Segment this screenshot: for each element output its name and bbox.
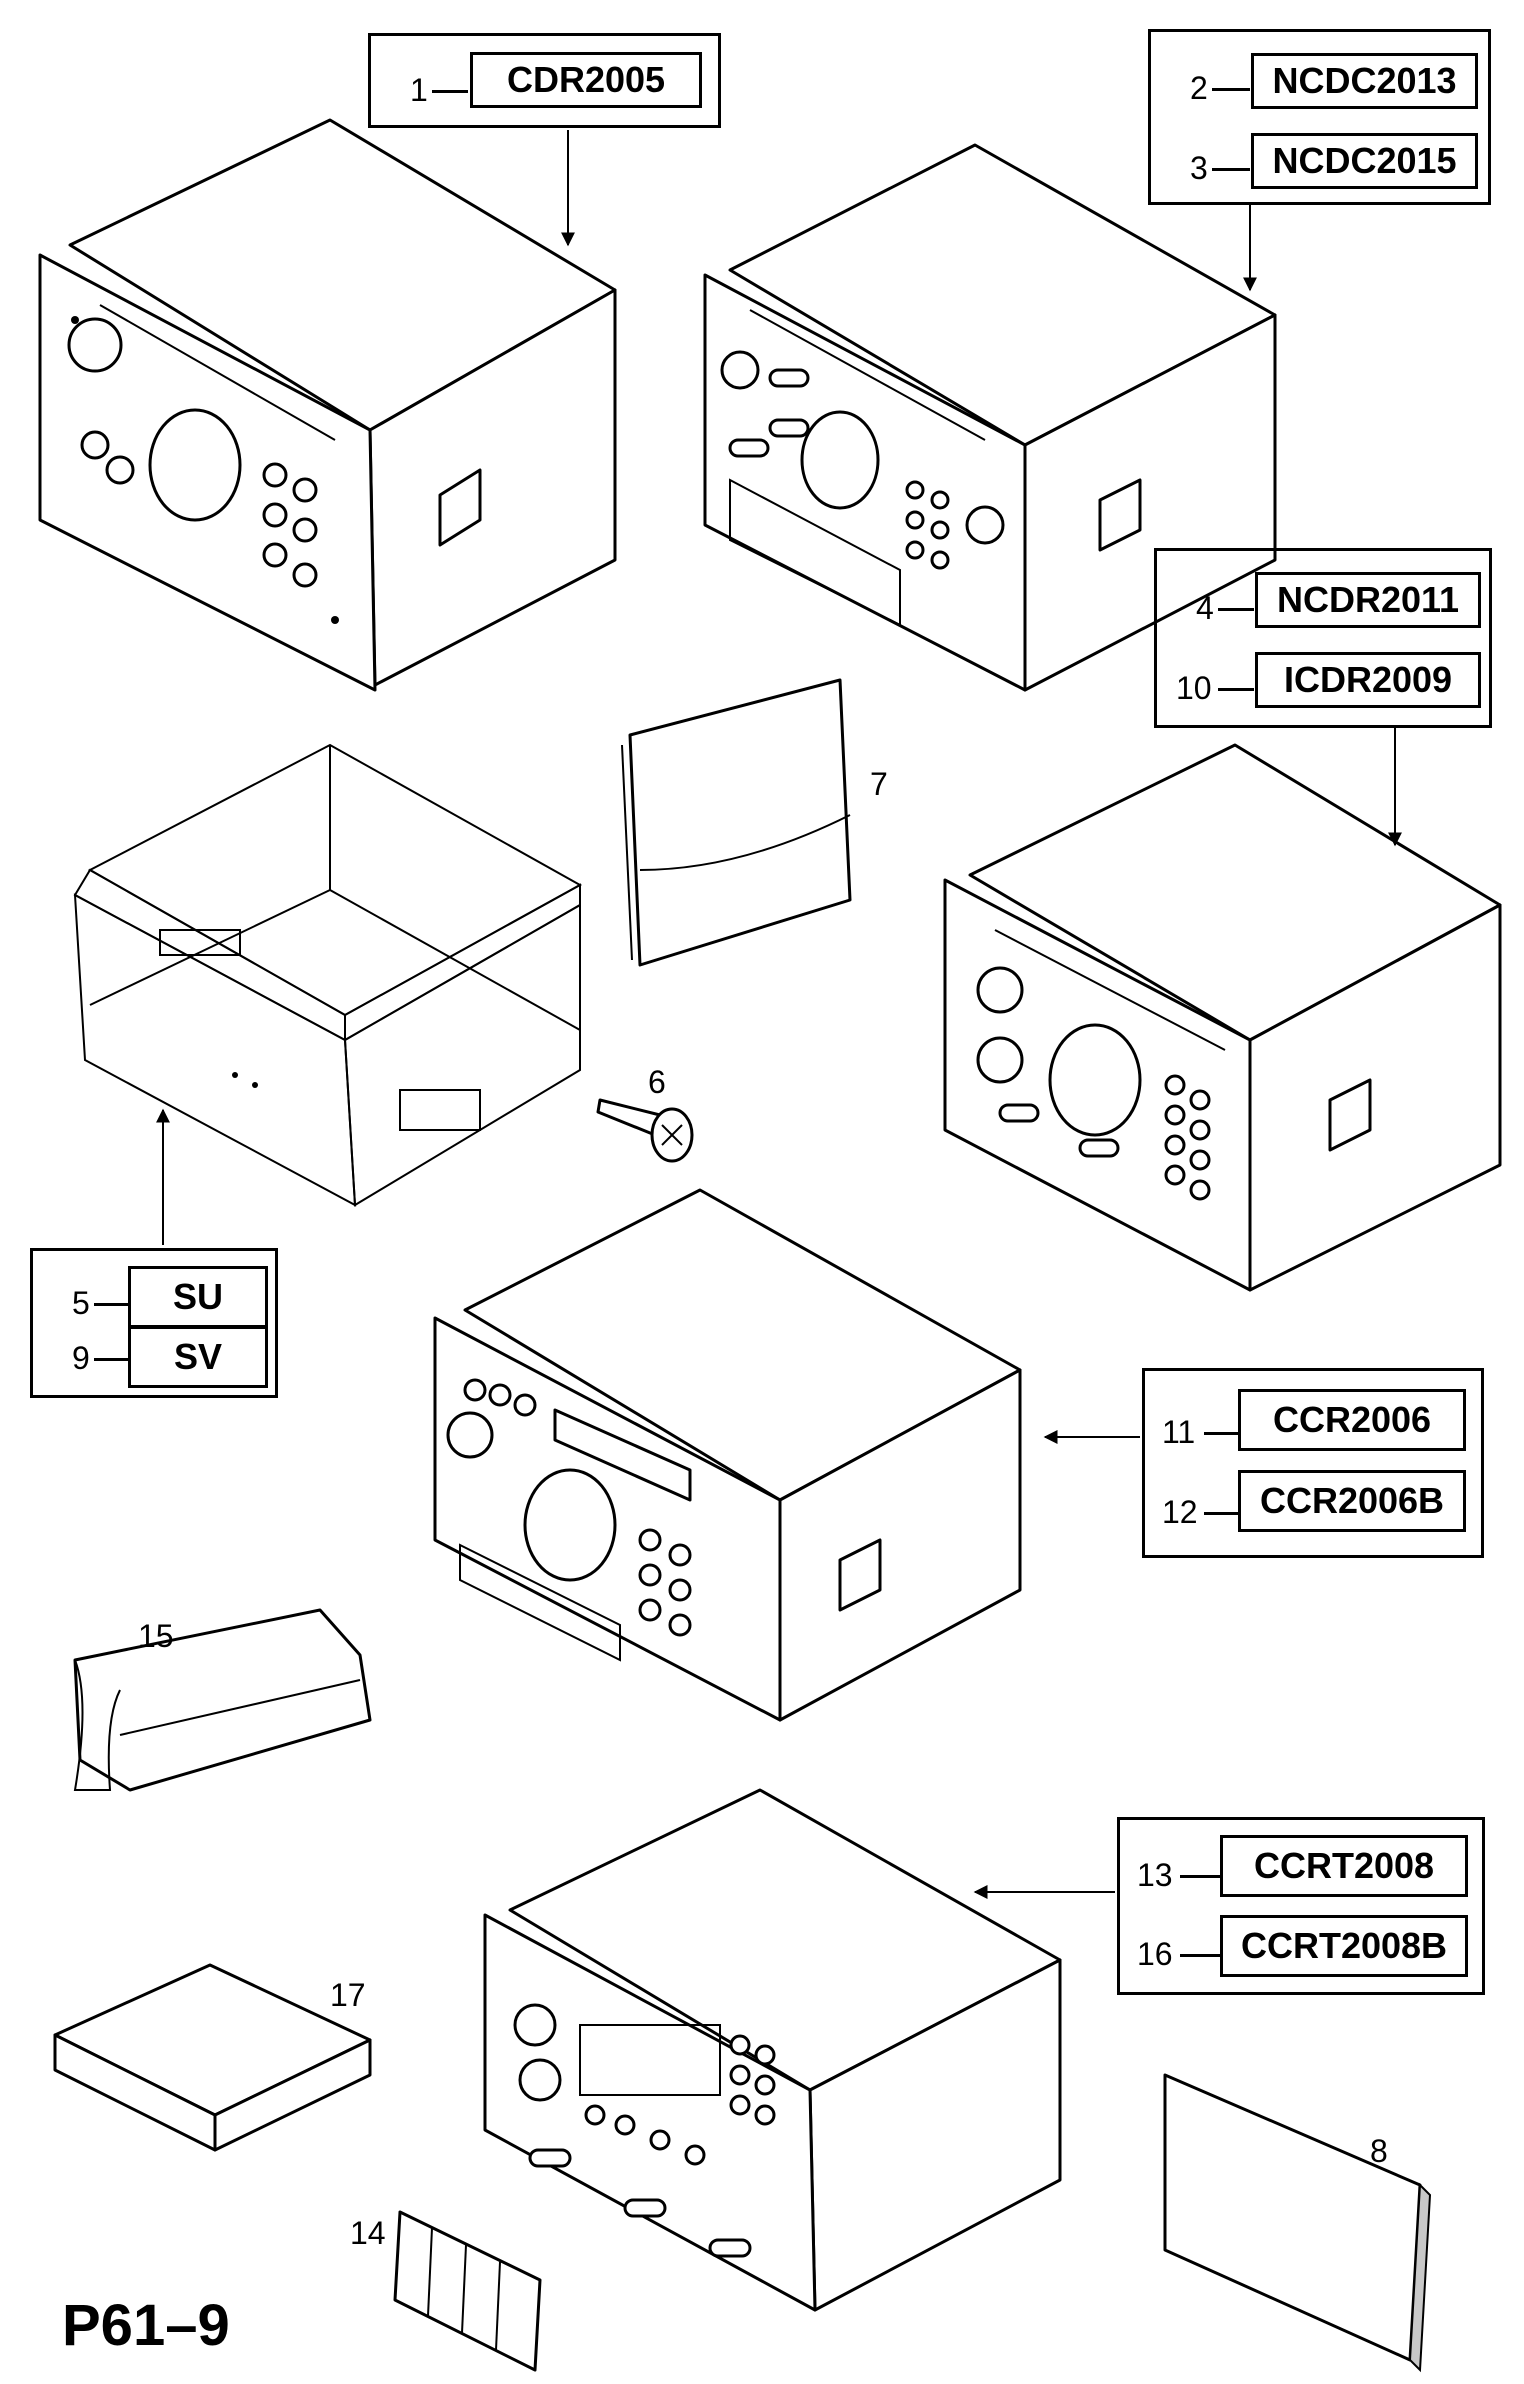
leader-line: [432, 90, 468, 93]
part-number-8: 8: [1370, 2133, 1388, 2169]
part-number-3: 3: [1190, 150, 1208, 186]
callout-group-ncdc: [1148, 29, 1491, 205]
mounting-cage: [73, 743, 583, 1207]
leader-line: [94, 1303, 128, 1306]
faceplate-cover-8: [1163, 2073, 1432, 2373]
radio-unit-ccrt2008: [483, 1788, 1062, 2312]
part-code-ncdr2011: NCDR2011: [1255, 572, 1481, 628]
part-number-5: 5: [72, 1285, 90, 1321]
part-code-ncdc2013: NCDC2013: [1251, 53, 1478, 109]
part-number-16: 16: [1137, 1936, 1173, 1972]
part-number-12: 12: [1162, 1494, 1198, 1530]
part-number-9: 9: [72, 1340, 90, 1376]
radio-unit-ccr2006: [433, 1188, 1022, 1722]
leader-line: [1218, 608, 1254, 611]
part-code-icdr2009: ICDR2009: [1255, 652, 1481, 708]
screw-6: [596, 1098, 694, 1163]
leader-line: [1212, 88, 1250, 91]
button-panel-14: [393, 2210, 542, 2372]
part-code-sv: SV: [128, 1326, 268, 1388]
callout-group-ccr2006: [1142, 1368, 1484, 1558]
part-code-ccrt2008: CCRT2008: [1220, 1835, 1468, 1897]
leader-line: [94, 1358, 128, 1361]
part-code-su: SU: [128, 1266, 268, 1328]
leader-line: [1180, 1875, 1220, 1878]
cd-holder-15: [73, 1608, 372, 1792]
part-number-13: 13: [1137, 1857, 1173, 1893]
part-number-17: 17: [330, 1977, 366, 2013]
part-code-ccr2006b: CCR2006B: [1238, 1470, 1466, 1532]
manual-block-17: [53, 1963, 372, 2152]
radio-unit-cdr2005: [38, 118, 617, 692]
part-number-7: 7: [870, 766, 888, 802]
part-number-10: 10: [1176, 670, 1212, 706]
leader-line: [1218, 688, 1254, 691]
diagram-reference-label: P61–9: [62, 2293, 230, 2358]
part-code-ncdc2015: NCDC2015: [1251, 133, 1478, 189]
document-pouch-7: [621, 678, 852, 967]
callout-group-ncdr-icdr: [1154, 548, 1492, 728]
callout-group-cdr2005: [368, 33, 721, 128]
radio-unit-ncdc2013: [703, 143, 1277, 692]
part-number-11: 11: [1162, 1414, 1196, 1450]
part-number-2: 2: [1190, 70, 1208, 106]
part-number-14: 14: [350, 2215, 386, 2251]
leader-line: [1204, 1512, 1238, 1515]
callout-group-ccrt2008: [1117, 1817, 1485, 1995]
part-number-4: 4: [1196, 590, 1214, 626]
leader-line: [1180, 1954, 1220, 1957]
part-code-cdr2005: CDR2005: [470, 52, 702, 108]
leader-line: [1212, 168, 1250, 171]
part-code-ccrt2008b: CCRT2008B: [1220, 1915, 1468, 1977]
callout-group-su-sv: [30, 1248, 278, 1398]
part-code-ccr2006: CCR2006: [1238, 1389, 1466, 1451]
radio-unit-ncdr2011: [943, 743, 1502, 1292]
pointer-arrows: [156, 130, 1402, 1899]
part-number-15: 15: [138, 1618, 174, 1654]
part-number-1: 1: [410, 72, 428, 108]
leader-line: [1204, 1432, 1238, 1435]
part-number-6: 6: [648, 1064, 666, 1100]
